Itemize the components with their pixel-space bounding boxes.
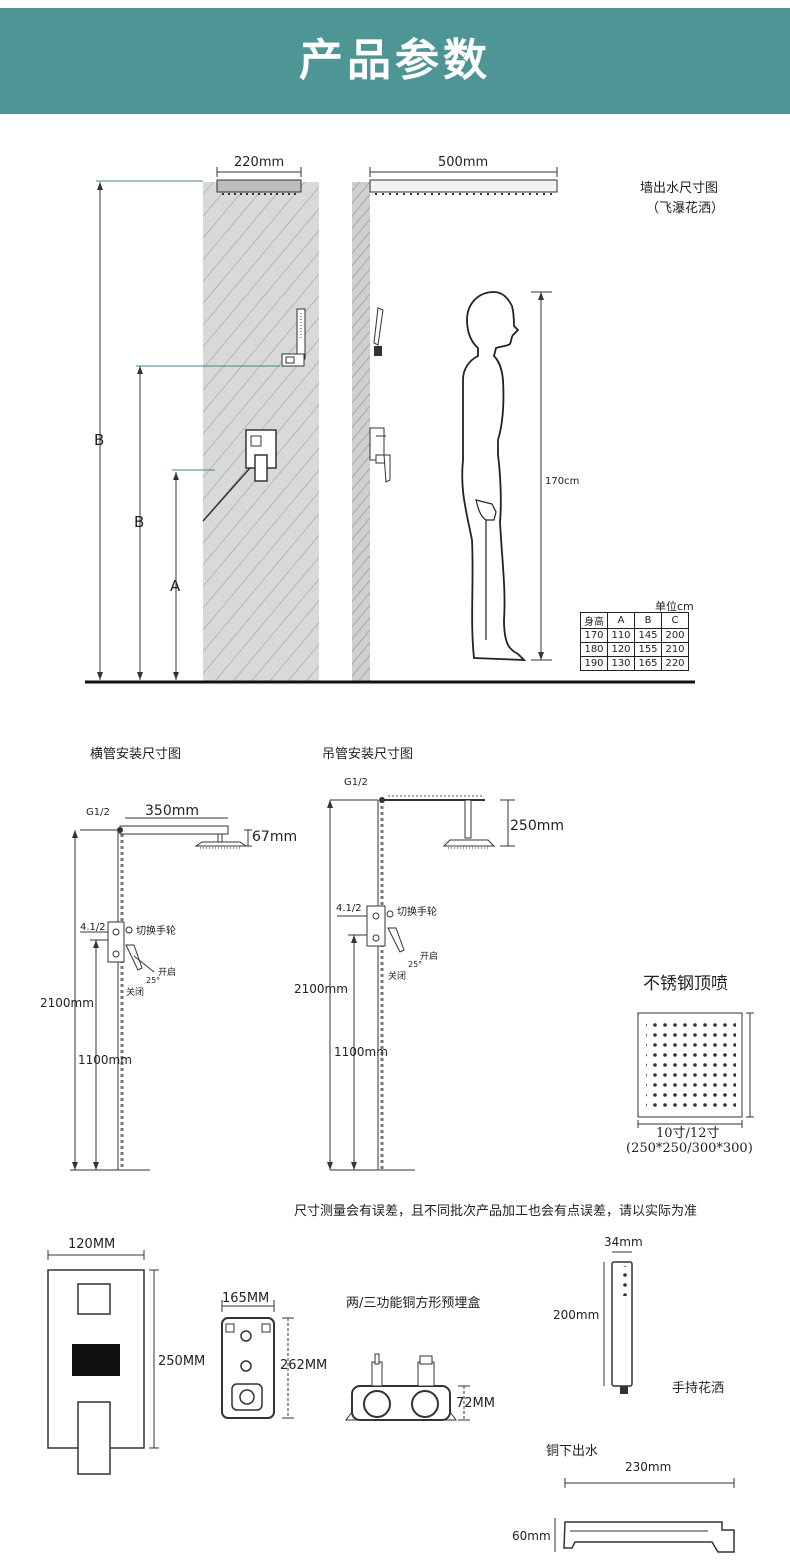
top-spray-size: 10寸/12寸 [656, 1126, 720, 1141]
table-cell: 200 [661, 628, 689, 643]
table-cell: 165 [634, 656, 662, 671]
page-title: 产品参数 [299, 35, 491, 86]
label-a: A [170, 577, 181, 595]
h-valve-thread: 4.1/2 [80, 922, 106, 933]
table-header-row: 身高 A B C [580, 612, 689, 629]
box-width: 165MM [222, 1291, 270, 1306]
table-cell: 220 [661, 656, 689, 671]
table-cell: 170 [580, 628, 608, 643]
table-row: 170 110 145 200 [580, 628, 689, 643]
c-g12: G1/2 [344, 777, 368, 788]
c-valve-height: 1100mm [334, 1045, 388, 1059]
h-angle: 25° [146, 976, 161, 985]
table-row: 180 120 155 210 [580, 642, 689, 657]
arm-h [119, 825, 229, 835]
c-drop: 250mm [510, 818, 564, 834]
dim-500: 500mm [438, 155, 489, 170]
handheld-length: 200mm [553, 1308, 600, 1322]
panel-height: 250MM [158, 1354, 206, 1369]
top-spray-mm: (250*250/300*300) [626, 1141, 753, 1156]
table-header: A [607, 612, 635, 629]
c-switch-wheel: 切换手轮 [397, 907, 437, 918]
shower-head-side [369, 179, 558, 193]
h-arm-length: 350mm [145, 803, 199, 819]
table-cell: 120 [607, 642, 635, 657]
person-height: 170cm [545, 476, 580, 487]
box-height: 262MM [280, 1358, 328, 1373]
handheld-width: 34mm [604, 1235, 643, 1249]
table-cell: 210 [661, 642, 689, 657]
table-cell: 190 [580, 656, 608, 671]
table-cell: 145 [634, 628, 662, 643]
h-total-height: 2100mm [40, 996, 94, 1010]
table-header: C [661, 612, 689, 629]
valve-c [366, 905, 386, 947]
table-cell: 130 [607, 656, 635, 671]
box-depth: 72MM [456, 1396, 495, 1411]
c-valve-thread: 4.1/2 [336, 903, 362, 914]
spout-title: 铜下出水 [546, 1444, 599, 1459]
wall-side [352, 182, 370, 682]
spout-length: 230mm [625, 1460, 672, 1474]
box-side-title: 两/三功能铜方形预埋盒 [346, 1296, 481, 1311]
unit-label: 单位cm [655, 600, 694, 613]
table-cell: 180 [580, 642, 608, 657]
h-drop: 67mm [252, 829, 298, 845]
table-header: B [634, 612, 662, 629]
c-angle: 25° [408, 960, 423, 969]
valve-h [107, 921, 125, 963]
height-table: 身高 A B C 170 110 145 200 180 120 155 210… [580, 612, 689, 671]
table-header: 身高 [580, 612, 608, 629]
table-cell: 110 [607, 628, 635, 643]
label-b-outer: B [94, 431, 105, 449]
h-close: 关闭 [126, 988, 145, 998]
wall-mount-subtitle: （飞瀑花洒） [646, 201, 725, 216]
h-valve-height: 1100mm [78, 1053, 132, 1067]
header-banner: 产品参数 [0, 8, 790, 114]
h-g12: G1/2 [86, 807, 110, 818]
table-row: 190 130 165 220 [580, 656, 689, 671]
c-total-height: 2100mm [294, 982, 348, 996]
h-open: 开启 [158, 968, 177, 978]
label-b-inner: B [134, 513, 145, 531]
c-open: 开启 [420, 952, 439, 962]
panel-width: 120MM [68, 1237, 116, 1252]
wall-mount-title: 墙出水尺寸图 [640, 181, 719, 196]
top-spray-title: 不锈钢顶喷 [643, 974, 728, 994]
ceiling-pipe-title: 吊管安装尺寸图 [322, 747, 414, 762]
measurement-note: 尺寸测量会有误差，且不同批次产品加工也会有点误差，请以实际为准 [294, 1204, 698, 1219]
dim-220: 220mm [234, 155, 285, 170]
shower-head-front [216, 179, 302, 193]
person-silhouette [461, 291, 527, 661]
handheld-name: 手持花洒 [672, 1381, 725, 1396]
horizontal-pipe-title: 横管安装尺寸图 [90, 747, 182, 762]
table-cell: 155 [634, 642, 662, 657]
spout-height: 60mm [512, 1529, 551, 1543]
h-switch-wheel: 切换手轮 [136, 926, 176, 937]
c-close: 关闭 [388, 972, 407, 982]
spout [563, 1521, 735, 1553]
